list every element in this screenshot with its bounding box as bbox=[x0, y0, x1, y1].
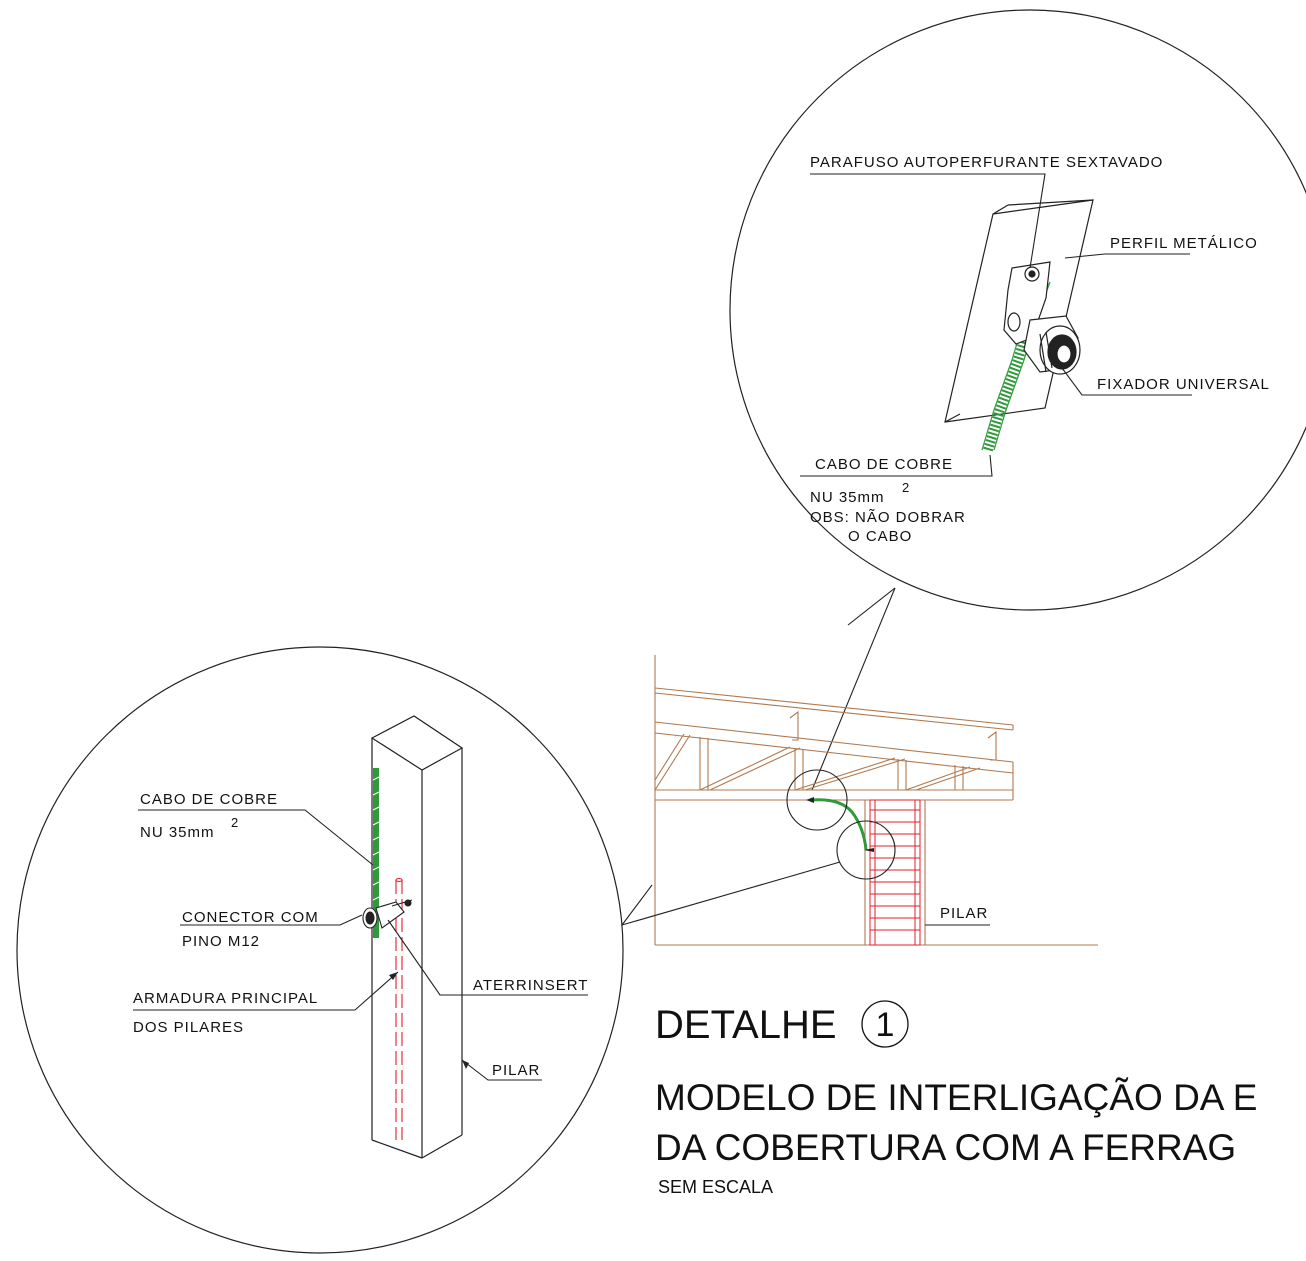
label-armadura-1: ARMADURA PRINCIPAL bbox=[133, 990, 318, 1007]
bracket-drawing bbox=[1003, 261, 1051, 345]
label-obs-1: OBS: NÃO DOBRAR bbox=[810, 509, 966, 526]
pillar-rebar bbox=[395, 877, 403, 1140]
title-detalhe: DETALHE bbox=[655, 1003, 837, 1047]
label-parafuso: PARAFUSO AUTOPERFURANTE SEXTAVADO bbox=[810, 154, 1163, 171]
label-armadura-2: DOS PILARES bbox=[133, 1019, 244, 1036]
detail-circle-top: PARAFUSO AUTOPERFURANTE SEXTAVADO PERFIL… bbox=[729, 9, 1306, 611]
label-nu-top-exp: 2 bbox=[902, 480, 910, 495]
detail-number: 1 bbox=[876, 1006, 895, 1044]
pillar-3d-drawing bbox=[370, 715, 464, 1159]
title-line-2: DA COBERTURA COM A FERRAG bbox=[655, 1127, 1236, 1168]
metal-profile-drawing bbox=[944, 199, 1094, 423]
label-cabo-cobre-top: CABO DE COBRE bbox=[815, 456, 953, 473]
label-cabo-cobre-left: CABO DE COBRE bbox=[140, 791, 278, 808]
overview-callout-circle-bottom bbox=[836, 820, 896, 880]
left-leaders bbox=[133, 809, 588, 1081]
label-aterrinsert: ATERRINSERT bbox=[473, 977, 588, 994]
label-nu-top: NU 35mm bbox=[810, 489, 885, 506]
connector-drawing bbox=[362, 899, 413, 929]
callout-left-leaders bbox=[621, 861, 841, 926]
label-perfil-metalico: PERFIL METÁLICO bbox=[1110, 235, 1258, 252]
label-fixador-universal: FIXADOR UNIVERSAL bbox=[1097, 376, 1270, 393]
label-pilar-left: PILAR bbox=[492, 1062, 540, 1079]
label-obs-2: O CABO bbox=[848, 528, 912, 545]
title-block: DETALHE 1 MODELO DE INTERLIGAÇÃO DA E DA… bbox=[655, 1000, 1257, 1197]
overview-cable bbox=[811, 798, 868, 851]
overview-callout-circle-top bbox=[786, 769, 848, 831]
pillar-rebar-grid bbox=[869, 799, 921, 946]
universal-fastener-drawing bbox=[1023, 315, 1081, 375]
label-conector-2: PINO M12 bbox=[182, 933, 260, 950]
callout-top-leaders bbox=[811, 587, 896, 791]
scale-note: SEM ESCALA bbox=[658, 1177, 773, 1197]
top-leaders bbox=[800, 173, 1192, 477]
title-line-1: MODELO DE INTERLIGAÇÃO DA E bbox=[655, 1077, 1257, 1118]
label-conector-1: CONECTOR COM bbox=[182, 909, 319, 926]
detail-number-circle bbox=[861, 1000, 909, 1048]
detail-circle-left: CABO DE COBRE NU 35mm 2 CONECTOR COM PIN… bbox=[16, 646, 624, 1254]
overview-drawing: PILAR bbox=[654, 655, 1098, 946]
label-nu-left: NU 35mm bbox=[140, 824, 215, 841]
label-nu-left-exp: 2 bbox=[231, 815, 239, 830]
overview-label-pilar: PILAR bbox=[940, 905, 988, 922]
